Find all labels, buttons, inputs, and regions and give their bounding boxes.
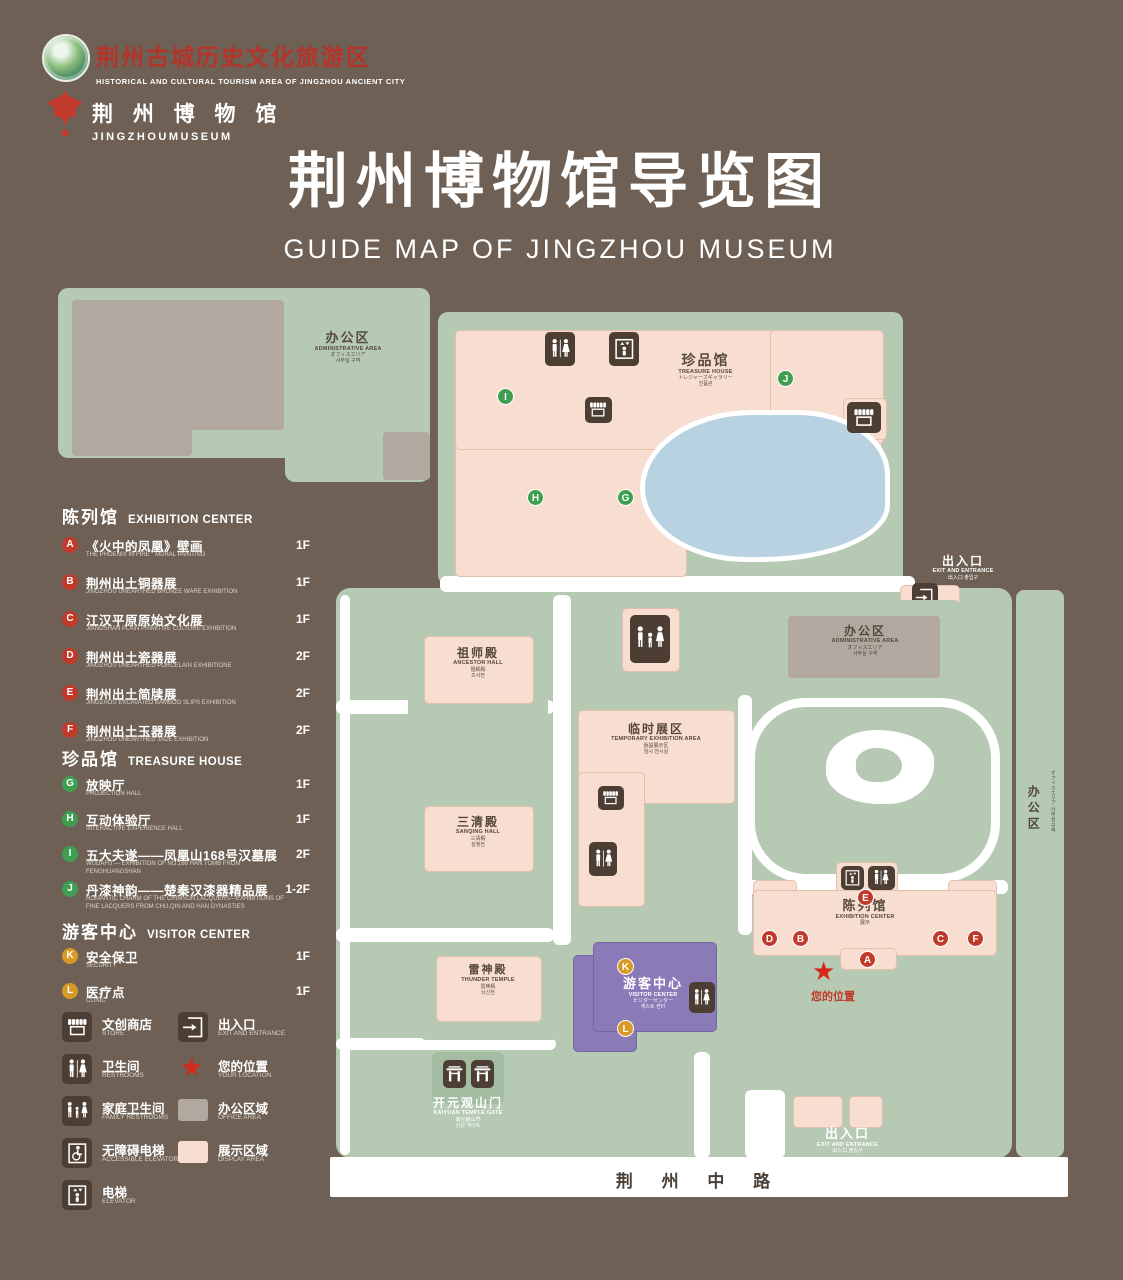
label-temporary-exhibition: 临时展区 TEMPORARY EXHIBITION AREA 仮設展示区 임시 … — [611, 722, 701, 755]
legend-marker-c: C — [62, 611, 78, 627]
office-area-swatch — [178, 1099, 208, 1121]
map-marker-f: F — [967, 930, 984, 947]
restroom-icon — [589, 842, 617, 876]
building-thunder-temple — [436, 956, 542, 1022]
pond — [640, 410, 890, 562]
path-entrance-south — [745, 1090, 785, 1158]
green-strip-admin-east — [1016, 590, 1064, 1157]
store-icon — [585, 397, 612, 423]
your-location-star-icon: ★ — [812, 956, 836, 986]
legend-marker-b: B — [62, 574, 78, 590]
label-thunder-temple: 雷神殿 THUNDER TEMPLE 雷神殿 뇌신전 — [461, 964, 515, 996]
building-exhibition-center — [753, 890, 997, 956]
garden-island — [856, 748, 902, 782]
legend-marker-d: D — [62, 648, 78, 664]
path-left-3 — [336, 1038, 556, 1050]
restroom-icon — [545, 332, 575, 366]
label-sanqing-hall: 三清殿 SANQING HALL 三清殿 삼청전 — [455, 815, 501, 848]
label-ancestor-hall: 祖师殿 ANCESTOR HALL 祖師殿 조사전 — [453, 646, 503, 679]
elevator-icon — [62, 1180, 92, 1210]
map-marker-k: K — [617, 958, 634, 975]
map-marker-h: H — [527, 489, 544, 506]
legend-marker-l: L — [62, 983, 78, 999]
building-admin-nw-3 — [383, 432, 430, 480]
label-treasure-house: 珍品馆 TREASURE HOUSE トレジャーズギャラリー 진품관 — [648, 352, 763, 387]
tourism-logo-subtitle: HISTORICAL AND CULTURAL TOURISM AREA OF … — [96, 77, 406, 86]
path-center-vertical — [553, 595, 571, 945]
restroom-icon — [868, 866, 895, 890]
restroom-icon — [62, 1054, 92, 1084]
page-title-block: 荆州博物馆导览图 GUIDE MAP OF JINGZHOU MUSEUM — [220, 133, 900, 265]
label-admin-nw: 办公区 ADMINISTRATIVE AREA オフィスエリア 사무실 구역 — [298, 330, 398, 364]
map-marker-c: C — [932, 930, 949, 947]
map-marker-b: B — [792, 930, 809, 947]
label-entrance-bottom: 出入口 EXIT AND ENTRANCE 出入口 출입구 — [817, 1126, 878, 1155]
path-left-2 — [336, 928, 554, 942]
label-visitor-center: 游客中心 VISITOR CENTER ビジターセンター 게스트 센터 — [622, 976, 683, 1011]
page-title: 荆州博物馆导览图 — [288, 148, 832, 215]
tourism-logo-icon — [42, 34, 90, 82]
label-admin-strip: 办公区 オフィスエリア 사무실 구역 — [1026, 770, 1056, 833]
building-ancestor-hall — [424, 636, 534, 704]
legend-marker-i: I — [62, 846, 78, 862]
road: 荆 州 中 路 — [330, 1157, 1068, 1197]
restroom-icon — [630, 615, 670, 663]
building-admin-nw-2 — [72, 300, 192, 456]
map-marker-a: A — [859, 951, 876, 968]
elevator-icon — [609, 332, 639, 366]
tourism-logo-block: 荆州古城历史文化旅游区 HISTORICAL AND CULTURAL TOUR… — [96, 38, 456, 86]
map-marker-d: D — [761, 930, 778, 947]
museum-logo-subtitle: JINGZHOUMUSEUM — [92, 131, 233, 143]
map-marker-e: E — [857, 889, 874, 906]
label-entrance-top: 出入口 EXIT AND ENTRANCE 出入口 출입구 — [932, 554, 994, 581]
museum-logo-block: 荆 州 博 物 馆 JINGZHOUMUSEUM — [92, 98, 392, 143]
museum-phoenix-icon — [48, 91, 82, 137]
building-entrance-bottom-1 — [793, 1096, 843, 1128]
display-area-swatch — [178, 1141, 208, 1163]
your-location-star-icon: ★ — [180, 1052, 204, 1082]
label-treasure-zh: 珍品馆 — [681, 352, 730, 368]
path-west — [340, 595, 350, 1155]
legend-marker-k: K — [62, 948, 78, 964]
road-label: 荆 州 中 路 — [615, 1172, 783, 1191]
legend-marker-f: F — [62, 722, 78, 738]
store-icon — [62, 1012, 92, 1042]
legend-marker-h: H — [62, 811, 78, 827]
legend-marker-a: A — [62, 537, 78, 553]
label-admin-strip-zh: 办公区 — [1026, 784, 1041, 833]
tourism-logo-title: 荆州古城历史文化旅游区 — [96, 44, 371, 70]
building-entrance-bottom-2 — [849, 1096, 883, 1128]
entrance-icon — [178, 1012, 208, 1042]
path-visitor-south — [694, 1052, 710, 1158]
elevator-icon — [841, 866, 864, 890]
page-subtitle: GUIDE MAP OF JINGZHOU MUSEUM — [283, 234, 837, 264]
store-icon — [598, 786, 624, 810]
map-marker-l: L — [617, 1020, 634, 1037]
map-marker-i: I — [497, 388, 514, 405]
map-marker-g: G — [617, 489, 634, 506]
map-marker-j: J — [777, 370, 794, 387]
restroom-icon — [689, 982, 715, 1013]
accessible-elevator-icon — [62, 1138, 92, 1168]
label-admin-right: 办公区 ADMINISTRATIVE AREA オフィスエリア 사무실 구역 — [831, 624, 899, 657]
legend-marker-g: G — [62, 776, 78, 792]
label-admin-nw-zh: 办公区 — [325, 330, 371, 345]
legend-marker-e: E — [62, 685, 78, 701]
your-location-label: 您的位置 — [811, 991, 855, 1003]
building-sanqing-hall — [424, 806, 534, 872]
label-admin-nw-en: ADMINISTRATIVE AREA — [314, 345, 382, 352]
legend-marker-j: J — [62, 881, 78, 897]
path-top — [440, 576, 915, 592]
label-treasure-en: TREASURE HOUSE — [678, 368, 733, 375]
gate-icon — [443, 1060, 466, 1088]
store-icon — [847, 402, 881, 433]
gate-icon — [471, 1060, 494, 1088]
label-gate: 开元观山门 KAIYUAN TEMPLE GATE 開元観山門 산문 게이트 — [432, 1096, 503, 1129]
family-restroom-icon — [62, 1096, 92, 1126]
building-admin-right — [788, 616, 940, 678]
museum-logo-title: 荆 州 博 物 馆 — [92, 103, 284, 126]
